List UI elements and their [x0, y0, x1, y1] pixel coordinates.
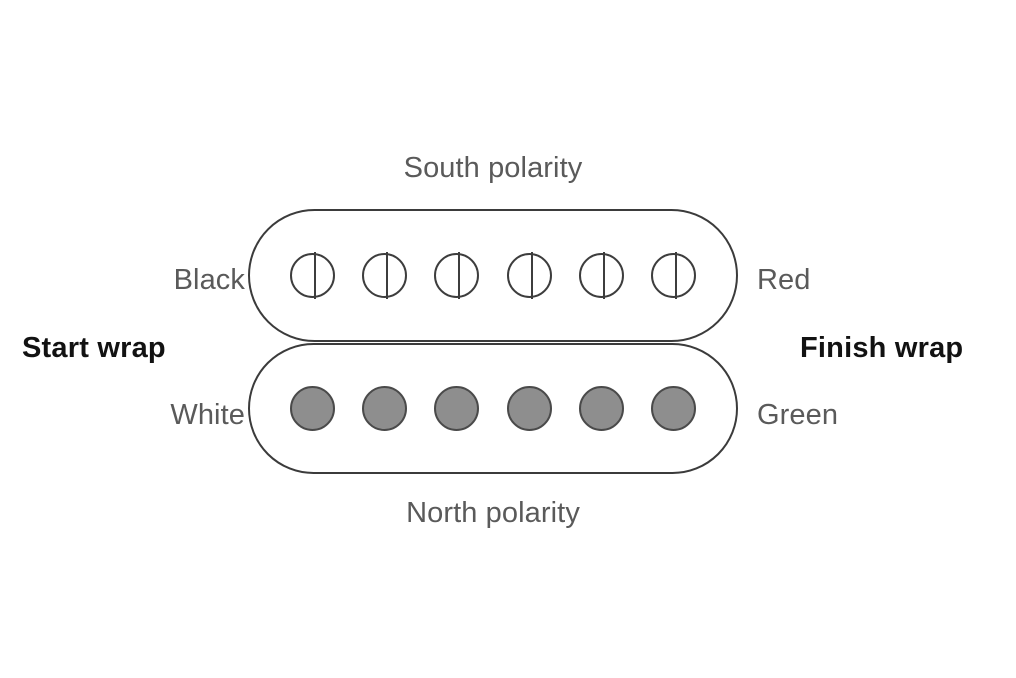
- top-coil-bobbin: [248, 209, 738, 342]
- finish-wrap-label: Finish wrap: [800, 332, 964, 364]
- screw-slot-icon: [386, 252, 389, 299]
- lead-label-green: Green: [757, 399, 839, 431]
- pole-piece-screw-5: [578, 252, 624, 299]
- pole-piece-slug-3: [434, 386, 480, 431]
- pole-piece-slug-6: [650, 386, 696, 431]
- pole-piece-screw-4: [506, 252, 552, 299]
- pole-piece-screw-2: [362, 252, 408, 299]
- screw-slot-icon: [674, 252, 677, 299]
- pole-piece-screw-6: [650, 252, 696, 299]
- pole-piece-slug-1: [290, 386, 335, 431]
- lead-label-red: Red: [757, 264, 811, 296]
- pole-piece-slug-2: [362, 386, 408, 431]
- screw-slot-icon: [314, 252, 316, 299]
- screw-slot-icon: [530, 252, 533, 299]
- pole-piece-slug-5: [578, 386, 624, 431]
- south-polarity-label: South polarity: [403, 152, 583, 184]
- pole-piece-screw-3: [434, 252, 480, 299]
- pole-piece-screw-1: [290, 252, 335, 299]
- screw-slot-icon: [602, 252, 605, 299]
- slug-pole-row: [290, 386, 696, 431]
- screw-slot-icon: [458, 252, 461, 299]
- pole-piece-slug-4: [506, 386, 552, 431]
- screw-pole-row: [290, 252, 696, 299]
- north-polarity-label: North polarity: [406, 497, 580, 529]
- lead-label-white: White: [170, 399, 245, 431]
- bottom-coil-bobbin: [248, 343, 738, 474]
- start-wrap-label: Start wrap: [22, 332, 166, 364]
- lead-label-black: Black: [173, 264, 245, 296]
